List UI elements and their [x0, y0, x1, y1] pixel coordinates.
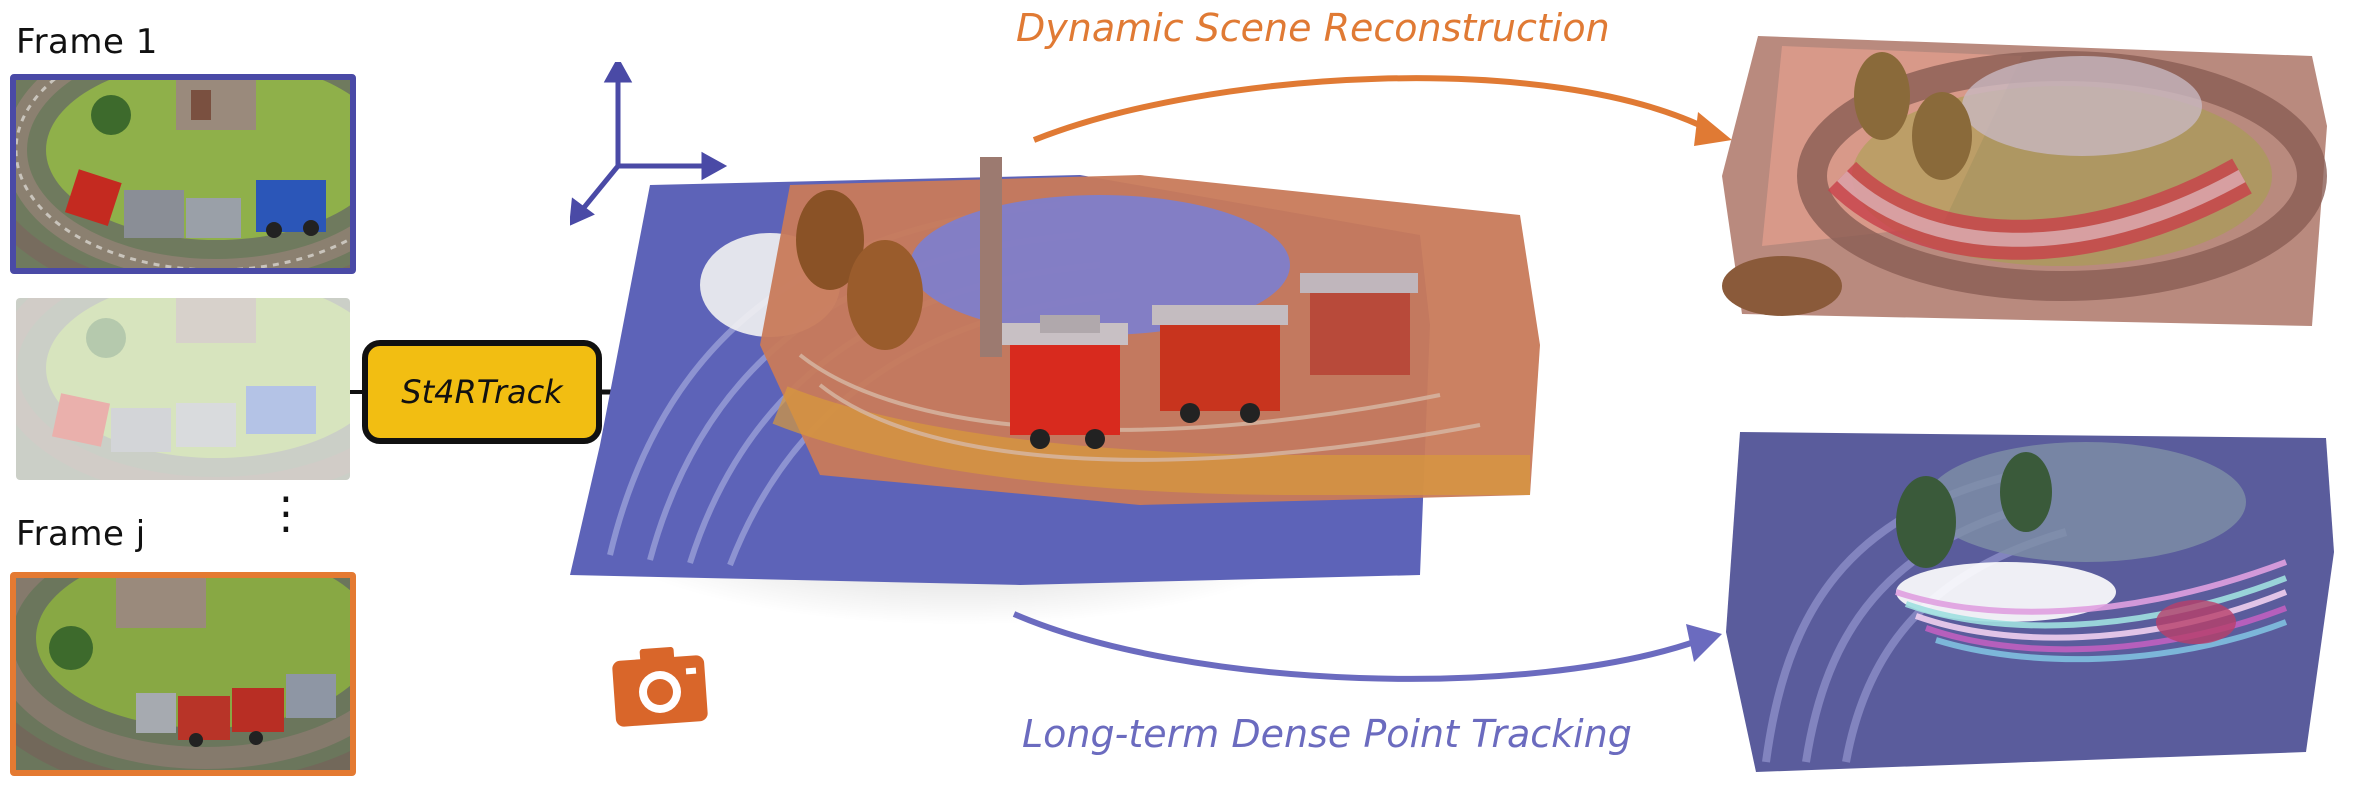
- camera-icon: [612, 647, 708, 727]
- tree: [796, 190, 864, 290]
- tracking-arrow: [1012, 611, 1722, 682]
- input-connector: [350, 390, 362, 394]
- central-3d-scene: [570, 157, 1540, 625]
- reconstruction-arrow: [1032, 75, 1732, 146]
- train: [1002, 273, 1418, 449]
- intermediate-frame-thumbnail: [16, 298, 350, 480]
- xyz-axes-icon: [570, 62, 728, 226]
- water-tower: [980, 157, 1002, 357]
- frame-1-label: Frame 1: [16, 22, 158, 62]
- method-name: St4RTrack: [401, 373, 563, 411]
- tree: [847, 240, 923, 350]
- frame-j-label: Frame j: [16, 514, 146, 554]
- frames-ellipsis: ⋮: [264, 488, 308, 539]
- method-box: St4RTrack: [362, 340, 602, 444]
- frame-1-thumbnail: [10, 74, 356, 274]
- tracking-result: [1726, 432, 2334, 772]
- reconstruction-result: [1722, 36, 2327, 326]
- frame-j-thumbnail: [10, 572, 356, 776]
- tracking-label: Long-term Dense Point Tracking: [1022, 712, 1632, 756]
- reconstruction-label: Dynamic Scene Reconstruction: [1016, 6, 1610, 50]
